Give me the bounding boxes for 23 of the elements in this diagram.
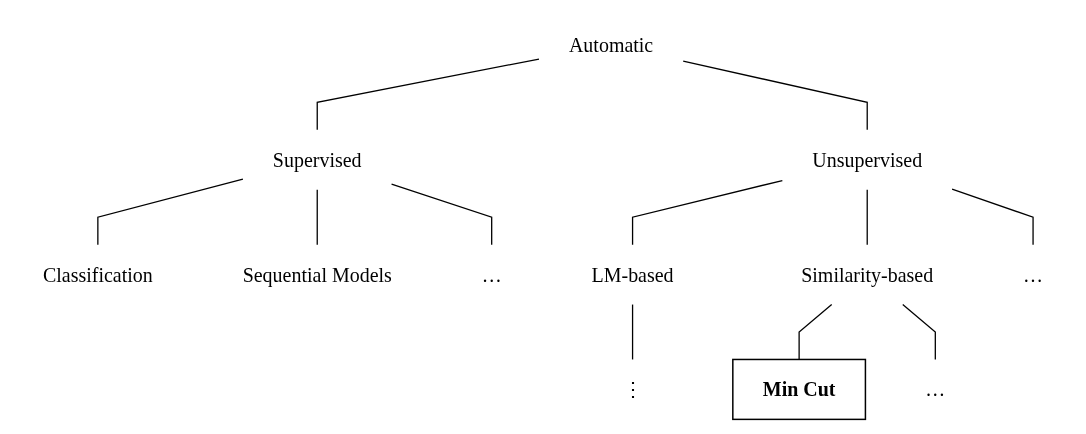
node-text: … [925, 378, 946, 401]
node-box: Min Cut [732, 358, 867, 420]
connector [97, 178, 244, 246]
node-text: Automatic [568, 33, 654, 56]
node-text: Unsupervised [812, 148, 923, 171]
node-text: Similarity-based [801, 263, 934, 286]
connector [631, 303, 634, 360]
connector [951, 188, 1034, 246]
node-text: Sequential Models [242, 263, 392, 286]
node-text: Supervised [272, 148, 362, 171]
connector [798, 303, 833, 360]
connector [866, 188, 868, 246]
node-text: ⋮ [622, 378, 643, 401]
connector [390, 183, 493, 246]
connector [631, 179, 783, 246]
connector [902, 303, 936, 360]
connector [316, 58, 540, 131]
connector [682, 60, 868, 131]
node-text: … [1023, 263, 1044, 286]
connector [316, 188, 318, 246]
node-text: … [481, 263, 502, 286]
node-text: LM-based [591, 263, 674, 286]
node-text: Classification [42, 263, 153, 286]
